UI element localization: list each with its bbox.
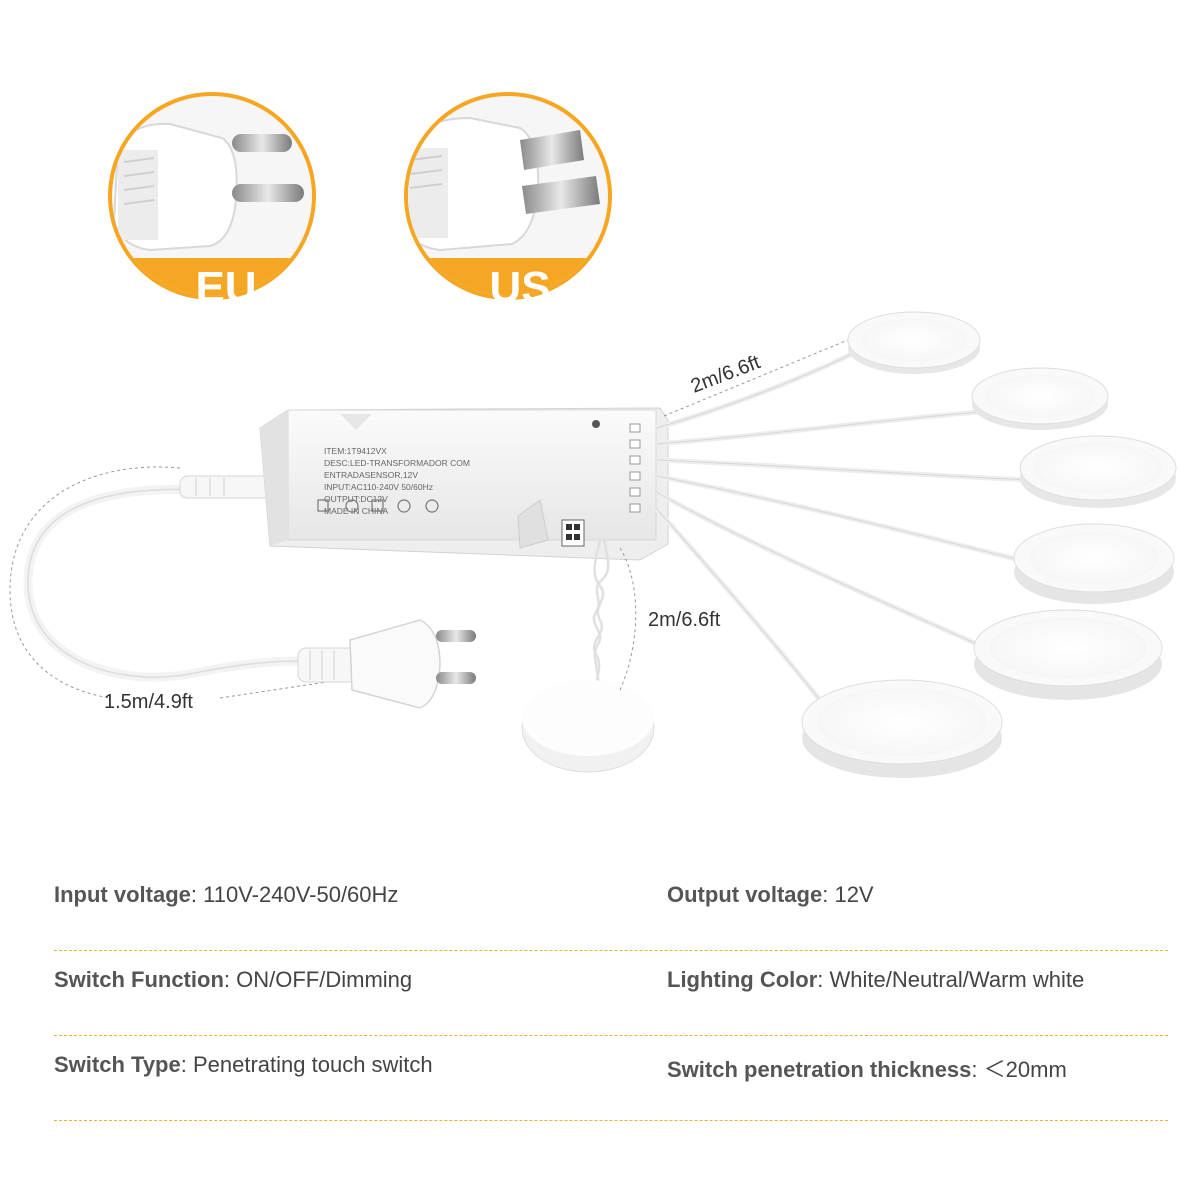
spec-switch-thickness: Switch penetration thickness: ＜20mm	[667, 1057, 1067, 1082]
transformer-box: ITEM:1T9412VX DESC:LED-TRANSFORMADOR COM…	[259, 407, 669, 561]
spec-key: Switch Type	[54, 1052, 181, 1077]
spec-lighting-color: Lighting Color: White/Neutral/Warm white	[667, 967, 1085, 992]
sensor-cable-length: 2m/6.6ft	[648, 609, 721, 631]
spec-key: Switch Function	[54, 967, 224, 992]
us-plug-photo	[408, 116, 600, 252]
sensor-cable	[592, 539, 610, 693]
spec-value: White/Neutral/Warm white	[829, 967, 1085, 992]
light-cables-outline	[655, 349, 1031, 701]
spec-row: Input voltage: 110V-240V-50/60Hz Output …	[54, 866, 1168, 951]
spec-value: ＜20mm	[983, 1057, 1067, 1082]
puck-light-4	[1013, 523, 1175, 604]
us-label: US	[489, 263, 550, 312]
product-illustration: EU US 1.5m/4.9f	[9, 92, 1177, 778]
power-cable-dimension-line	[9, 466, 181, 699]
transformer-line-2: DESC:LED-TRANSFORMADOR COM	[324, 458, 470, 468]
spec-key: Switch penetration thickness	[667, 1057, 972, 1082]
output-ports	[629, 423, 641, 513]
eu-plug-badge: EU	[108, 92, 316, 312]
spec-key: Input voltage	[54, 882, 191, 907]
spec-switch-function: Switch Function: ON/OFF/Dimming	[54, 967, 413, 992]
spec-output-voltage: Output voltage: 12V	[667, 882, 874, 907]
spec-key: Lighting Color	[667, 967, 818, 992]
power-cable	[23, 475, 321, 682]
puck-light-1	[847, 311, 981, 374]
touch-switch	[521, 680, 655, 773]
eu-plug-end	[297, 619, 476, 709]
transformer-line-1: ITEM:1T9412VX	[324, 446, 387, 456]
eu-plug-photo	[112, 122, 304, 252]
puck-light-6	[801, 679, 1003, 778]
spec-value: 110V-240V-50/60Hz	[203, 882, 399, 907]
puck-light-5	[973, 609, 1163, 700]
sensor-cable-dimension-line	[619, 547, 637, 691]
power-cable-length: 1.5m/4.9ft	[104, 691, 193, 713]
spec-switch-type: Switch Type: Penetrating touch switch	[54, 1052, 433, 1077]
spec-input-voltage: Input voltage: 110V-240V-50/60Hz	[54, 882, 399, 907]
puck-light-3	[1019, 435, 1177, 508]
spec-value: ON/OFF/Dimming	[236, 967, 413, 992]
certification-marks-icon	[317, 499, 439, 513]
transformer-line-3: ENTRADASENSOR,12V	[324, 470, 418, 480]
transformer-line-5: OUTPUT:DC12V	[324, 494, 388, 504]
spec-key: Output voltage	[667, 882, 823, 907]
power-cable-dimension-line-end	[219, 679, 341, 699]
spec-value: Penetrating touch switch	[192, 1052, 433, 1077]
us-plug-badge: US	[404, 92, 612, 312]
eu-label: EU	[195, 263, 256, 312]
puck-light-2	[971, 367, 1109, 430]
product-drawing: EU US 1.5m/4.9f	[9, 92, 1177, 778]
spec-table: Input voltage: 110V-240V-50/60Hz Output …	[54, 866, 1168, 1121]
spec-row: Switch Type: Penetrating touch switch Sw…	[54, 1036, 1168, 1121]
spec-row: Switch Function: ON/OFF/Dimming Lighting…	[54, 951, 1168, 1036]
transformer-line-4: INPUT:AC110-240V 50/60Hz	[324, 482, 433, 492]
spec-value: 12V	[834, 882, 874, 907]
